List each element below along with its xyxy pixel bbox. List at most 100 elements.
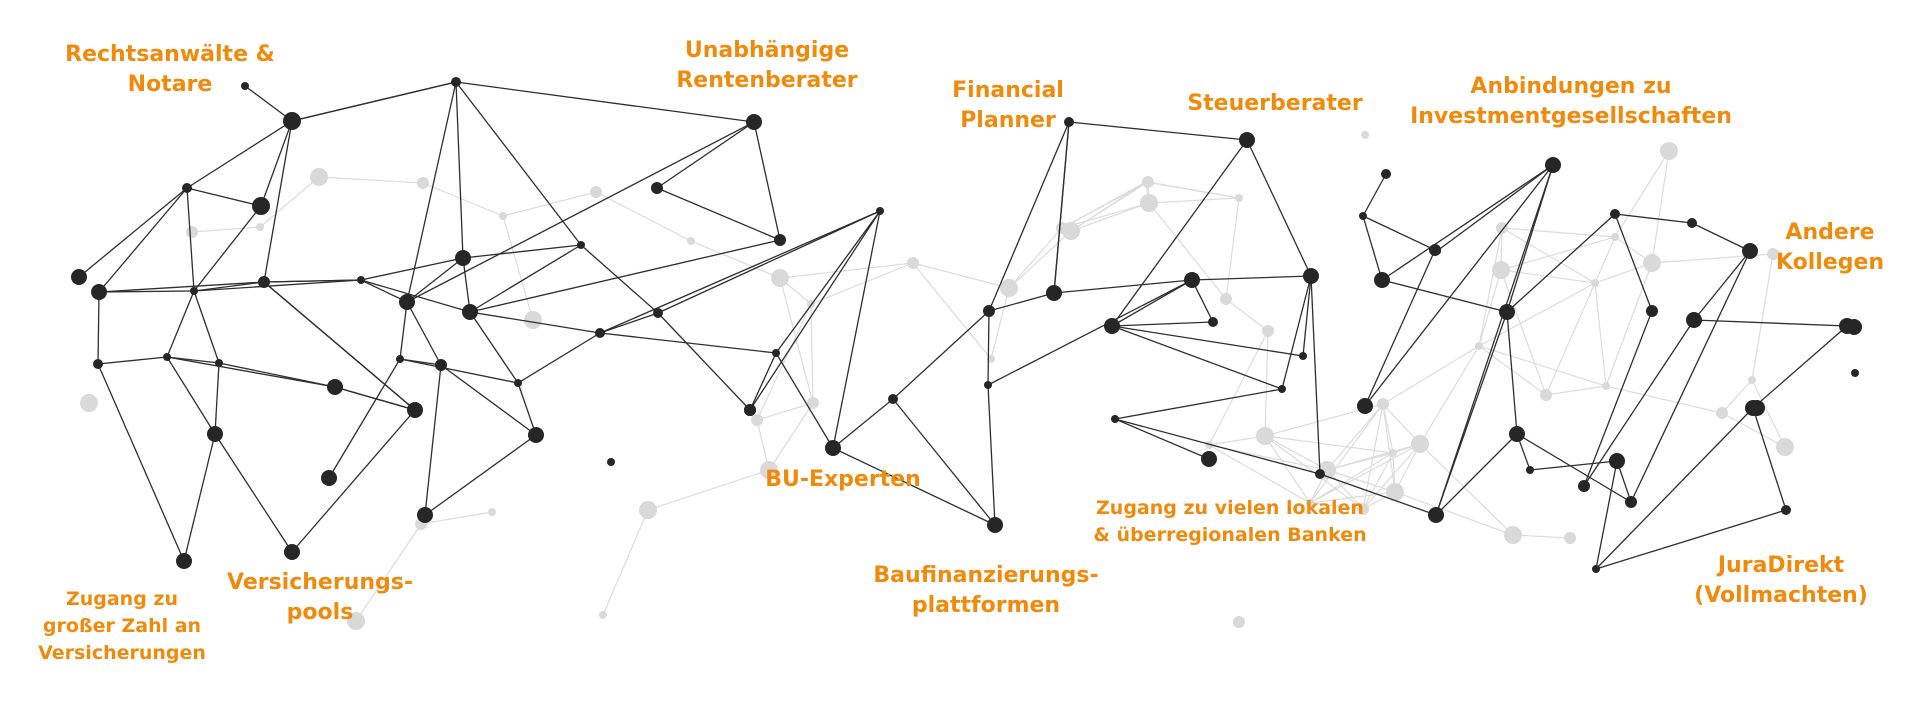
background-edge	[912, 262, 1010, 289]
network-node	[93, 359, 103, 369]
network-edge	[1693, 250, 1751, 321]
background-edge	[1225, 298, 1269, 332]
network-edge	[166, 290, 195, 358]
network-edge	[1381, 164, 1554, 281]
background-edge	[259, 176, 320, 228]
background-node	[1492, 261, 1510, 279]
background-node	[807, 397, 819, 409]
background-edge	[1721, 379, 1753, 414]
network-edge	[406, 257, 464, 303]
background-edge	[779, 277, 814, 404]
network-edge	[1362, 173, 1387, 217]
background-edge	[1751, 379, 1786, 448]
network-edge	[1319, 473, 1437, 516]
network-edge	[183, 433, 216, 562]
network-edge	[399, 301, 408, 360]
network-edge	[1111, 321, 1214, 327]
background-edge	[1264, 435, 1394, 454]
network-node	[1278, 385, 1286, 393]
background-node	[1776, 438, 1794, 456]
background-edge	[1501, 227, 1596, 284]
network-edge	[469, 239, 781, 313]
network-edge	[214, 433, 293, 553]
network-node	[1781, 505, 1791, 515]
background-node	[1748, 376, 1756, 384]
background-edge	[1326, 403, 1384, 471]
network-edge	[424, 434, 537, 516]
network-node	[1315, 469, 1325, 479]
background-edge	[1309, 502, 1364, 510]
network-edge	[291, 409, 416, 553]
background-edge	[355, 523, 422, 622]
network-edge	[1114, 418, 1210, 460]
background-edge	[595, 191, 692, 242]
background-edge	[1208, 444, 1311, 504]
network-edge	[1583, 310, 1653, 487]
network-edge	[1281, 275, 1312, 390]
network-node	[215, 359, 223, 367]
background-edge	[1419, 345, 1480, 445]
network-node	[1381, 169, 1391, 179]
network-edge	[399, 358, 519, 384]
network-edge	[749, 210, 881, 411]
background-edge	[1008, 230, 1072, 289]
network-edge	[832, 398, 894, 449]
background-edge	[1382, 345, 1480, 405]
network-node	[772, 349, 780, 357]
network-node	[876, 207, 884, 215]
network-edge	[1362, 215, 1383, 281]
network-edge	[1068, 121, 1248, 141]
network-node	[435, 359, 447, 371]
background-edge	[1061, 202, 1150, 229]
network-edge	[328, 358, 401, 479]
background-node	[524, 311, 542, 329]
background-edge	[1148, 202, 1227, 300]
background-node	[751, 414, 763, 426]
network-node	[1545, 157, 1561, 173]
background-node	[907, 257, 919, 269]
background-edge	[1751, 253, 1774, 381]
network-edge	[1506, 213, 1616, 313]
background-node	[1540, 389, 1552, 401]
network-edge	[98, 187, 188, 293]
network-node	[284, 544, 300, 560]
background-node	[1140, 194, 1158, 212]
network-edge	[462, 257, 471, 313]
network-node	[182, 183, 192, 193]
background-edge	[1309, 452, 1394, 504]
background-edge	[1478, 345, 1547, 396]
background-edge	[191, 226, 261, 233]
network-edge	[775, 352, 834, 449]
background-edge	[1478, 282, 1596, 347]
network-edge	[97, 356, 168, 365]
background-node	[1256, 427, 1274, 445]
background-edge	[1362, 443, 1421, 510]
background-node	[1062, 222, 1080, 240]
network-node	[1851, 369, 1859, 377]
network-node	[399, 294, 415, 310]
network-edge	[1752, 407, 1787, 511]
network-edge	[1111, 279, 1193, 327]
network-edge	[832, 447, 996, 526]
network-node	[528, 427, 544, 443]
network-edge	[440, 364, 537, 436]
network-node	[1201, 451, 1217, 467]
network-edge	[214, 362, 220, 435]
label-financial-planner: Financial Planner	[952, 78, 1064, 133]
network-edge	[1595, 407, 1754, 570]
background-edge	[1605, 385, 1723, 414]
background-node	[1262, 325, 1274, 337]
network-node	[1208, 317, 1218, 327]
network-edge	[775, 210, 881, 354]
background-node	[1475, 342, 1483, 350]
background-edge	[1208, 435, 1266, 446]
network-edge	[469, 311, 519, 384]
network-edge	[749, 352, 777, 411]
network-node	[1064, 117, 1074, 127]
network-edge	[1752, 325, 1848, 409]
background-node	[1660, 142, 1678, 160]
background-edge	[1070, 181, 1149, 232]
background-edge	[1478, 227, 1503, 347]
network-node	[91, 284, 107, 300]
background-node	[1233, 616, 1245, 628]
